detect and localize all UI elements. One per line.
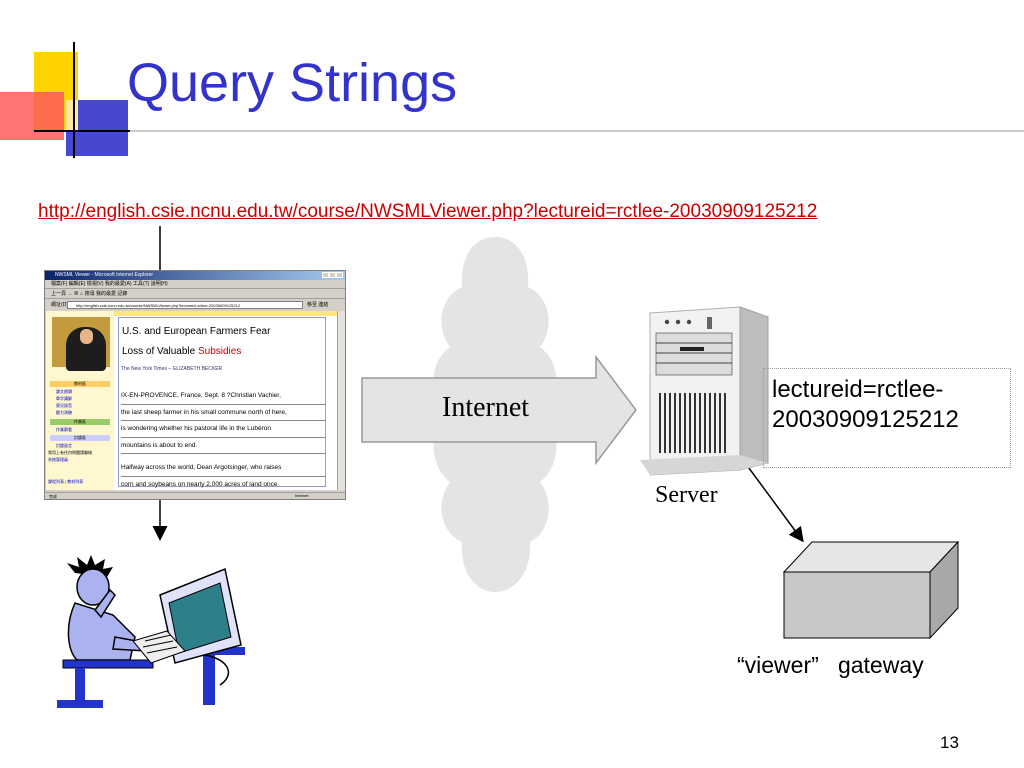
section-materials: 教材區: [50, 381, 110, 387]
section-discussion: 討論區: [50, 435, 110, 441]
internet-label: Internet: [442, 392, 530, 423]
headline-prefix: Loss of Valuable: [122, 346, 198, 357]
user-at-computer-clipart: [57, 555, 245, 708]
headline-red-word: Subsidies: [197, 346, 242, 357]
gateway-box: [782, 540, 960, 640]
page-number: 13: [940, 733, 959, 752]
admin-link[interactable]: 系統管理員: [48, 457, 68, 462]
browser-screenshot: NWSML Viewer - Microsoft Internet Explor…: [44, 270, 346, 500]
server-label: Server: [655, 482, 718, 508]
browser-menubar[interactable]: 檔案(F) 編輯(E) 檢視(V) 我的最愛(A) 工具(T) 說明(H): [45, 280, 345, 289]
nav-link[interactable]: 課文朗讀: [56, 389, 72, 394]
address-input[interactable]: http://english.csie.ncnu.edu.tw/course/N…: [67, 301, 303, 309]
close-icon[interactable]: [336, 272, 343, 278]
headline-line-2: Loss of Valuable Subsidies: [122, 342, 322, 362]
section-homework: 作業區: [50, 419, 110, 425]
url-link[interactable]: http://english.csie.ncnu.edu.tw/course/N…: [38, 201, 818, 222]
browser-titlebar: NWSML Viewer - Microsoft Internet Explor…: [45, 271, 345, 280]
body-line: corn and soybeans on nearly 2,000 acres …: [121, 477, 325, 491]
status-zone: Internet: [295, 493, 309, 498]
nav-text: 常用上有任何問題請聯絡: [48, 450, 92, 455]
title-decoration: [0, 42, 1024, 158]
article-body: IX-EN-PROVENCE, France, Sept. 8 ?Christi…: [121, 388, 325, 490]
course-list-link[interactable]: 課程列表 | 教材列表: [48, 479, 84, 484]
maximize-icon[interactable]: [329, 272, 336, 278]
server-icon: [640, 306, 769, 476]
minimize-icon[interactable]: [322, 272, 329, 278]
body-line: mountains is about to end.: [121, 438, 325, 454]
body-line: is wondering whether his pastoral life i…: [121, 421, 325, 438]
browser-toolbar[interactable]: 上一頁 → ⊗ ⌂ 搜尋 我的最愛 記錄: [45, 290, 345, 299]
go-button[interactable]: 移至 連結: [307, 302, 329, 308]
nav-link[interactable]: 實況錄音: [56, 403, 72, 408]
nav-link[interactable]: 聽力測驗: [56, 410, 72, 415]
query-line-2: 20030909125212: [772, 406, 959, 433]
article-headline: U.S. and European Farmers Fear Loss of V…: [122, 322, 322, 362]
query-string-box: lectureid=rctlee- 20030909125212: [763, 368, 1011, 468]
status-bar: 完成: [45, 492, 345, 499]
article-byline: The New York Times -- ELIZABETH BECKER: [121, 366, 223, 372]
nav-link[interactable]: 作業觀看: [56, 427, 72, 432]
person-face: [80, 329, 93, 344]
browser-page: 教材區 課文朗讀 單字講解 實況錄音 聽力測驗 作業區 作業觀看 討論區 討論留…: [46, 311, 337, 490]
slide-title: Query Strings: [127, 53, 458, 113]
headline-line-1: U.S. and European Farmers Fear: [122, 326, 271, 337]
query-line-1: lectureid=rctlee-: [772, 376, 944, 403]
lecturer-photo: [52, 317, 110, 371]
browser-scrollbar[interactable]: [337, 311, 345, 490]
body-line: the last sheep farmer in his small commu…: [121, 405, 325, 421]
nav-link[interactable]: 單字講解: [56, 396, 72, 401]
body-line: IX-EN-PROVENCE, France, Sept. 8 ?Christi…: [121, 388, 325, 405]
internet-arrow: [361, 355, 637, 465]
nav-link[interactable]: 討論留言: [56, 443, 72, 448]
server-to-gateway-arrow: [742, 459, 804, 543]
page-top-bar: [46, 311, 337, 316]
body-line: Halfway across the world, Dean Argotsing…: [121, 460, 325, 477]
article-panel: U.S. and European Farmers Fear Loss of V…: [118, 317, 326, 490]
left-nav: 教材區 課文朗讀 單字講解 實況錄音 聽力測驗 作業區 作業觀看 討論區 討論留…: [46, 311, 114, 490]
gateway-label: “viewer” gateway: [737, 652, 924, 678]
address-label: 網址(D): [51, 302, 68, 308]
